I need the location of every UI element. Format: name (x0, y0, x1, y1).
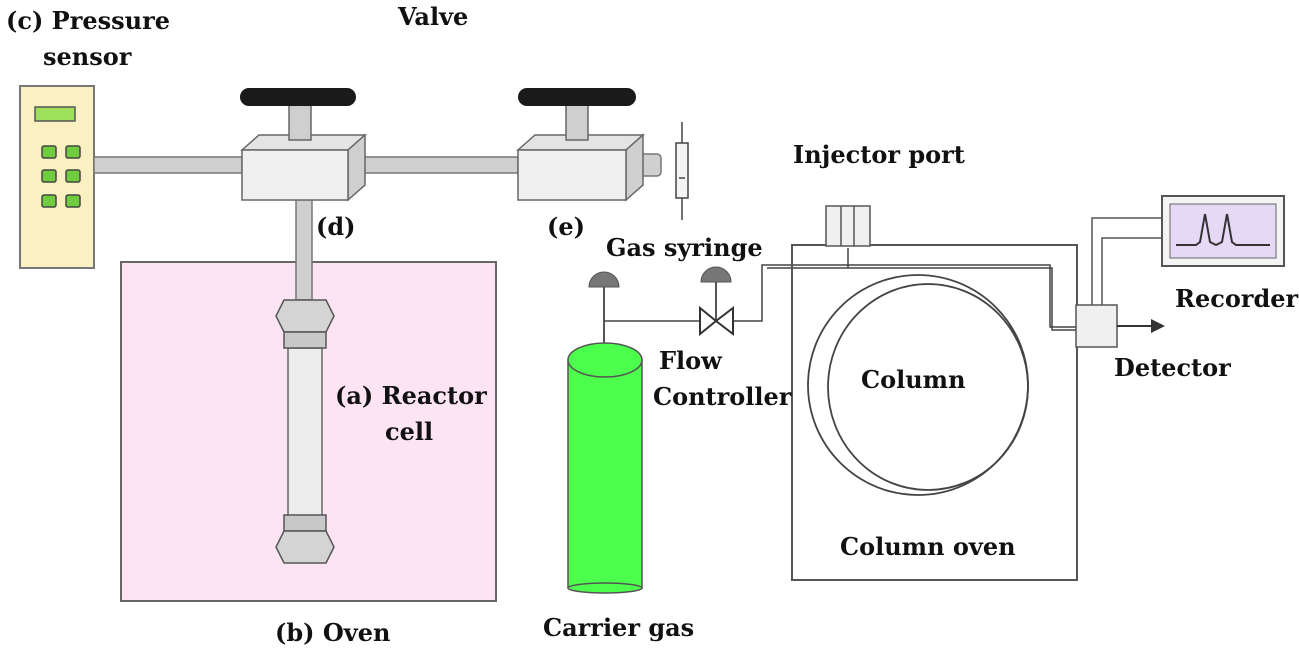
recorder (1161, 195, 1285, 267)
label-recorder: Recorder (1175, 284, 1299, 313)
label-d: (d) (316, 212, 356, 241)
valve-e (516, 88, 645, 202)
label-reactor-cell-line2: cell (385, 417, 434, 446)
label-valve: Valve (398, 2, 469, 31)
detector-outlet-arrow (1117, 319, 1165, 333)
injector-port (825, 205, 871, 247)
gauges (588, 266, 732, 343)
label-column: Column (861, 365, 966, 394)
label-e: (e) (547, 212, 585, 241)
label-flow-controller-line2: Controller (653, 382, 792, 411)
label-pressure-sensor-line1: (c) Pressure (6, 6, 171, 35)
column-oven-box (791, 244, 1078, 581)
vertical-pipe-d (295, 197, 313, 301)
flow-controller-valve (699, 305, 734, 337)
reactor-cell (275, 299, 335, 564)
label-pressure-sensor-line2: sensor (43, 42, 132, 71)
sensor-buttons (41, 145, 81, 208)
valve-d-handle (240, 88, 356, 106)
chromatogram-trace (1176, 213, 1270, 247)
label-injector-port: Injector port (793, 140, 965, 169)
label-flow-controller-line1: Flow (659, 346, 722, 375)
label-oven: (b) Oven (275, 618, 391, 647)
detector-box (1075, 304, 1118, 348)
signal-cables (1091, 217, 1166, 305)
valve-e-handle (518, 88, 636, 106)
gas-lines (604, 264, 1076, 331)
label-reactor-cell-line1: (a) Reactor (335, 381, 487, 410)
label-gas-syringe: Gas syringe (606, 233, 763, 262)
gas-syringe (675, 122, 689, 220)
label-carrier-gas: Carrier gas (543, 613, 695, 642)
pressure-sensor (19, 85, 95, 269)
label-detector: Detector (1114, 353, 1231, 382)
column-coil (807, 274, 1029, 496)
label-column-oven: Column oven (840, 532, 1016, 561)
sensor-display (34, 106, 76, 122)
carrier-gas-cylinder (567, 342, 643, 594)
valve-d (240, 88, 367, 202)
